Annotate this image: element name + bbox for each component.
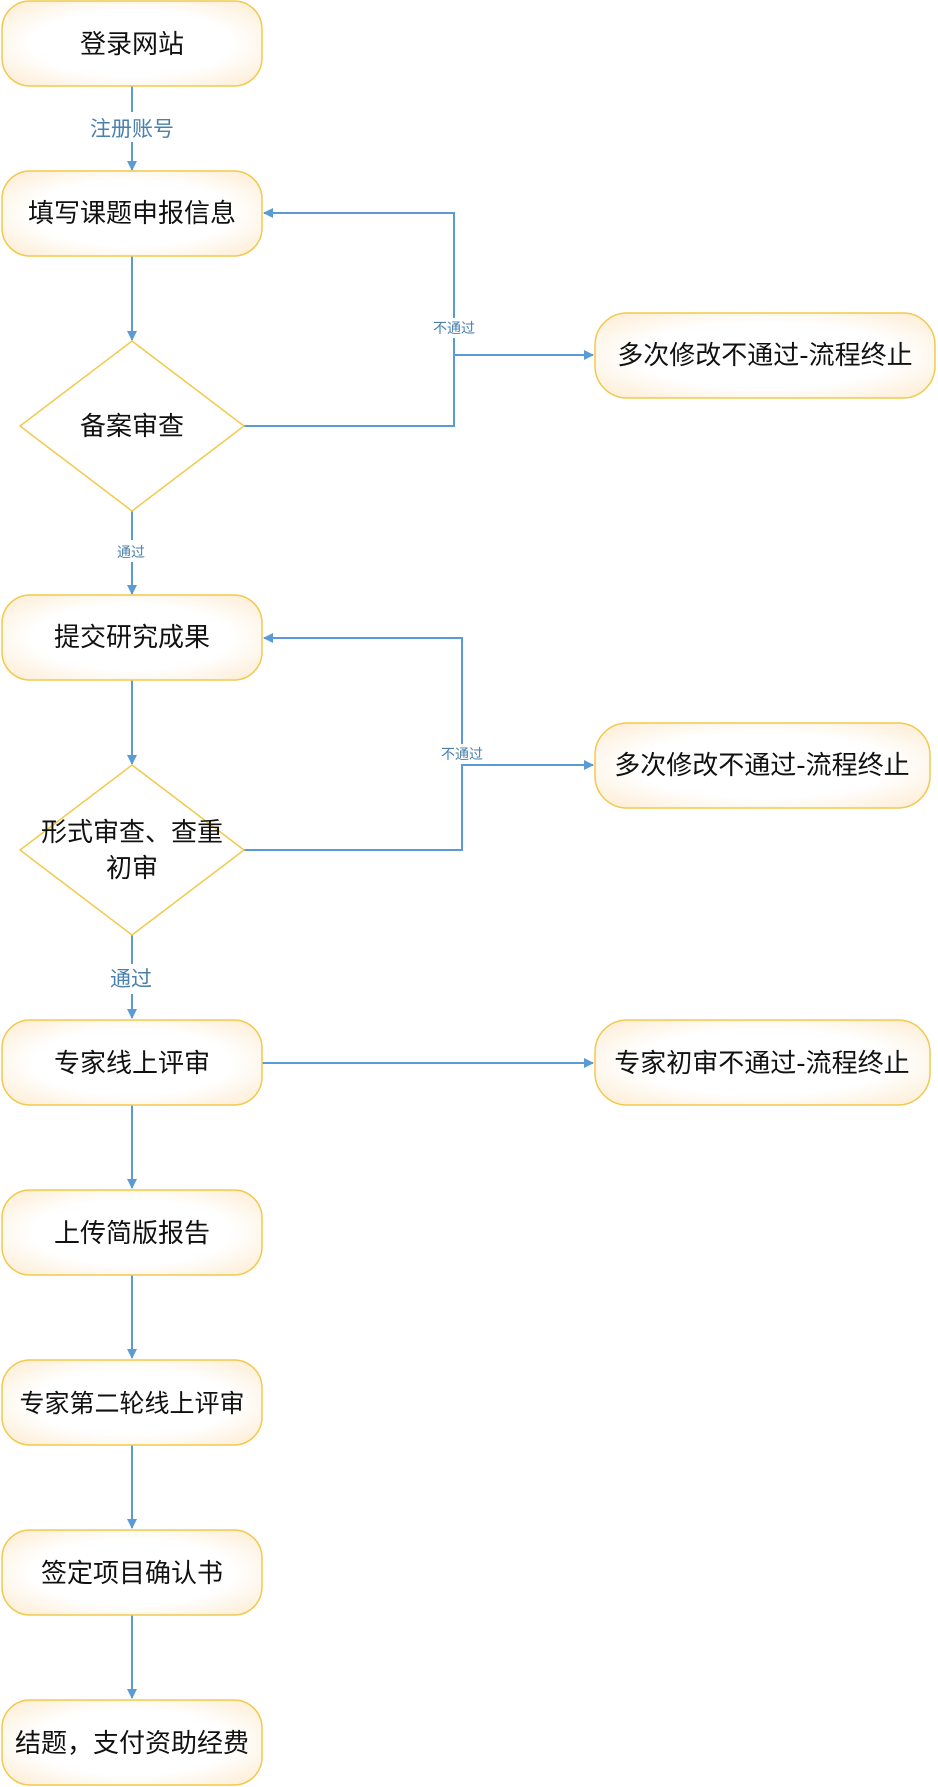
node-login-label: 登录网站 — [80, 30, 184, 60]
edge-label-pass-1: 通过 — [117, 545, 145, 561]
arrow-record-review-fail-loop — [244, 208, 455, 427]
node-login — [1, 0, 263, 87]
edge-label-pass-2: 通过 — [110, 967, 152, 991]
node-expert-online-review-label: 专家线上评审 — [54, 1049, 210, 1079]
edge-label-fail-2: 不通过 — [441, 747, 483, 763]
node-terminate-2 — [594, 722, 931, 809]
node-expert-online-review — [1, 1019, 263, 1106]
node-conclude-label: 结题，支付资助经费 — [15, 1729, 249, 1759]
node-formal-review-label-line2: 初审 — [106, 854, 158, 884]
arrow-formal-review-fail-loop — [244, 633, 463, 851]
node-expert-second-review — [1, 1359, 263, 1446]
node-fill-info-label: 填写课题申报信息 — [28, 199, 236, 229]
node-sign-confirmation-label: 签定项目确认书 — [41, 1559, 223, 1589]
node-terminate-1 — [594, 312, 936, 399]
node-sign-confirmation — [1, 1529, 263, 1616]
node-terminate-2-label: 多次修改不通过-流程终止 — [614, 751, 909, 781]
node-submit-results — [1, 594, 263, 681]
node-submit-results-label: 提交研究成果 — [54, 623, 210, 653]
node-upload-report-label: 上传简版报告 — [54, 1219, 210, 1249]
edge-label-fail-1: 不通过 — [433, 321, 475, 337]
node-record-review-label: 备案审查 — [80, 412, 184, 442]
node-terminate-3 — [594, 1019, 931, 1106]
node-terminate-1-label: 多次修改不通过-流程终止 — [617, 341, 912, 371]
node-expert-second-review-label: 专家第二轮线上评审 — [19, 1389, 244, 1418]
node-conclude — [1, 1699, 263, 1786]
node-terminate-3-label: 专家初审不通过-流程终止 — [614, 1049, 909, 1079]
node-upload-report — [1, 1189, 263, 1276]
node-formal-review-diamond — [18, 764, 246, 936]
edge-label-register: 注册账号 — [90, 117, 174, 141]
node-fill-info — [1, 170, 263, 257]
node-formal-review-label-line1: 形式审查、查重 — [41, 818, 223, 848]
node-record-review-diamond — [18, 340, 246, 512]
